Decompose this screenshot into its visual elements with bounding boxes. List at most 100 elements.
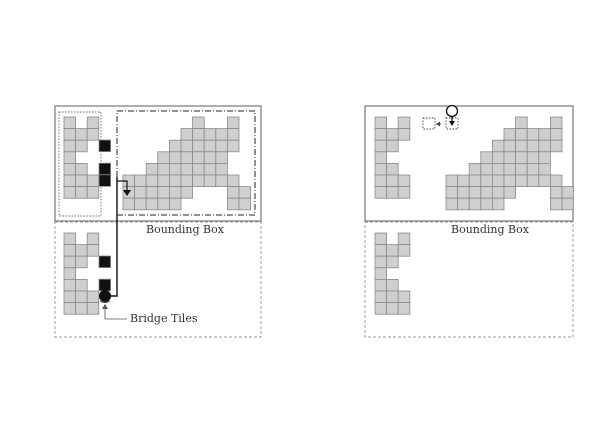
tile <box>503 128 517 141</box>
tile <box>215 151 228 164</box>
tile <box>168 197 182 211</box>
tile <box>63 255 77 269</box>
tile <box>86 302 100 315</box>
tile <box>63 162 77 176</box>
right-agent-arrowhead <box>449 121 455 126</box>
tile <box>238 186 252 199</box>
tile <box>215 174 228 188</box>
tile <box>63 128 77 141</box>
tile <box>63 174 77 188</box>
tile <box>157 197 170 211</box>
tile <box>75 302 88 315</box>
tile <box>75 186 88 199</box>
tile <box>526 139 540 153</box>
tile <box>75 290 88 304</box>
tile <box>480 162 493 176</box>
tile <box>386 186 399 199</box>
tile <box>168 186 182 199</box>
tile <box>491 139 505 153</box>
tile <box>491 174 505 188</box>
tile <box>397 244 411 257</box>
tile <box>192 139 205 153</box>
tile <box>374 267 388 280</box>
tile <box>157 186 170 199</box>
tile <box>168 174 182 188</box>
tile <box>374 139 388 153</box>
tile <box>491 151 505 164</box>
tile <box>515 116 528 130</box>
tile <box>515 151 528 164</box>
tile <box>386 174 399 188</box>
bridge-tile <box>98 174 112 187</box>
tile <box>374 116 388 130</box>
tile <box>203 162 217 176</box>
tile <box>180 174 194 188</box>
bridge-path-line <box>108 177 118 297</box>
tile <box>180 186 194 199</box>
tile <box>445 186 459 199</box>
tile <box>526 174 540 188</box>
tile <box>63 232 77 246</box>
right-agent-marker <box>445 104 459 118</box>
tile <box>134 186 147 199</box>
tile <box>192 151 205 164</box>
tile <box>468 186 482 199</box>
bridge-agent-base <box>99 300 111 303</box>
tile <box>480 186 493 199</box>
tile <box>550 139 563 153</box>
tile <box>203 174 217 188</box>
tile <box>374 186 388 199</box>
bounding-box-label-right: Bounding Box <box>451 223 529 236</box>
tile <box>468 174 482 188</box>
tile <box>63 116 77 130</box>
tile <box>397 186 411 199</box>
tile <box>75 139 88 153</box>
tile <box>480 174 493 188</box>
tile <box>468 162 482 176</box>
tile <box>397 232 411 246</box>
tile <box>386 244 399 257</box>
tile <box>226 128 240 141</box>
bridge-tiles-leader-arrow <box>102 304 108 309</box>
tile <box>480 197 493 211</box>
tile <box>145 174 159 188</box>
tile <box>503 174 517 188</box>
tile <box>386 139 399 153</box>
tile <box>86 232 100 246</box>
tile <box>526 151 540 164</box>
bridge-tile <box>98 139 112 153</box>
tile <box>538 162 551 176</box>
tile <box>374 302 388 315</box>
tile <box>226 186 240 199</box>
right-panel <box>364 104 575 338</box>
tile <box>75 255 88 269</box>
tile <box>503 186 517 199</box>
tile <box>63 278 77 292</box>
tile <box>63 290 77 304</box>
tile <box>374 255 388 269</box>
tile <box>397 174 411 188</box>
tile <box>226 116 240 130</box>
left-outer-dashed-region <box>54 221 262 338</box>
tile <box>397 290 411 304</box>
tile <box>226 139 240 153</box>
tile <box>538 128 551 141</box>
tile <box>215 128 228 141</box>
tile <box>561 197 575 211</box>
tile <box>157 151 170 164</box>
tile <box>526 162 540 176</box>
tile <box>550 174 563 188</box>
left-panel <box>54 105 262 338</box>
tile <box>180 139 194 153</box>
tile <box>374 162 388 176</box>
tile <box>86 244 100 257</box>
tile <box>386 128 399 141</box>
tile <box>75 278 88 292</box>
bounding-box-label-left: Bounding Box <box>146 223 224 236</box>
right-small-arrowhead <box>436 121 440 127</box>
tile <box>75 162 88 176</box>
tile <box>374 290 388 304</box>
tile <box>480 151 493 164</box>
tile <box>168 162 182 176</box>
tile <box>386 162 399 176</box>
